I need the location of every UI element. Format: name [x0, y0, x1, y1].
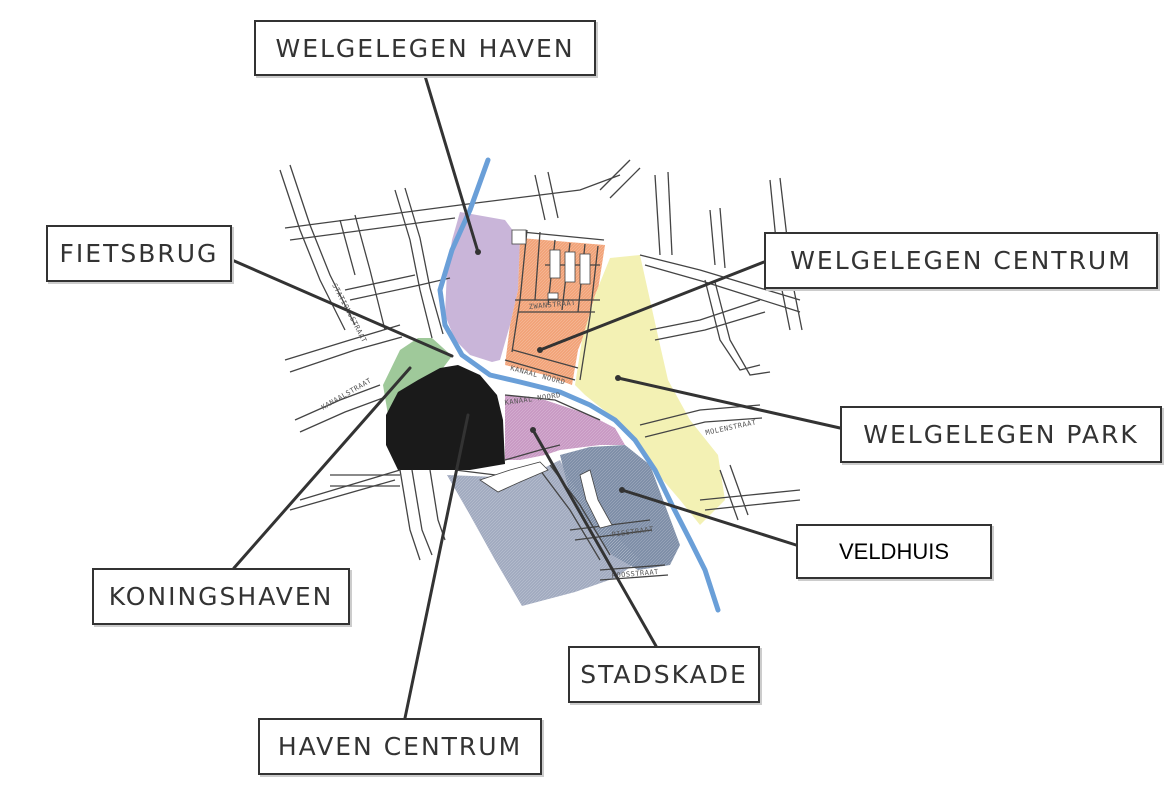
leader-welgelegen-park — [616, 376, 842, 430]
leader-veldhuis — [620, 488, 798, 547]
label-haven-centrum: HAVEN CENTRUM — [258, 718, 542, 775]
label-welgelegen-park: WELGELEGEN PARK — [840, 406, 1162, 463]
label-veldhuis: VELDHUIS — [796, 524, 992, 579]
label-fietsbrug: FIETSBRUG — [46, 225, 232, 282]
street-network — [279, 159, 803, 581]
leader-haven-centrum — [403, 413, 470, 720]
leader-welgelegen-centrum — [538, 260, 766, 352]
area-welgelegen-haven — [445, 212, 520, 362]
label-welgelegen-centrum: WELGELEGEN CENTRUM — [764, 232, 1158, 289]
label-stadskade: STADSKADE — [568, 646, 760, 703]
label-welgelegen-haven: WELGELEGEN HAVEN — [254, 20, 596, 76]
leader-welgelegen-haven — [423, 74, 480, 254]
leader-koningshaven — [232, 366, 412, 570]
area-haven-centrum — [386, 365, 505, 470]
label-koningshaven: KONINGSHAVEN — [92, 568, 350, 625]
river — [437, 157, 721, 613]
street-kanaalstraat: KANAALSTRAAT — [320, 376, 373, 411]
leader-fietsbrug — [230, 258, 454, 358]
leader-stadskade — [531, 428, 658, 648]
